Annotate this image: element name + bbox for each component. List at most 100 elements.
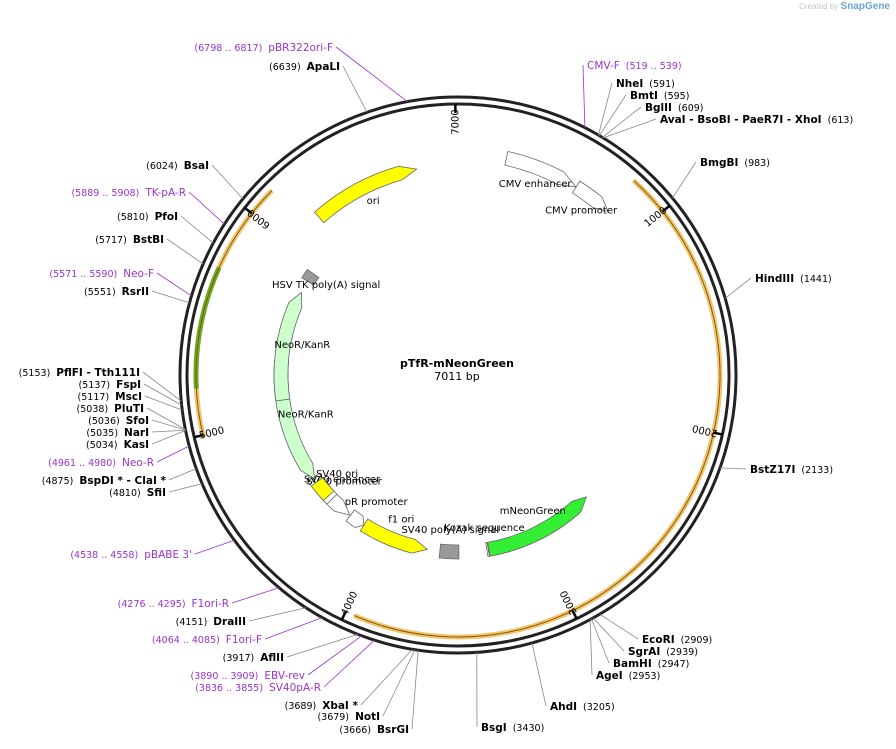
site-position: (5551) (84, 287, 116, 298)
site-position: (519 .. 539) (626, 61, 682, 72)
site-bglii[interactable]: BglII(609) (602, 102, 704, 138)
site-leader (719, 467, 747, 470)
site-pos-value: 5038 (80, 404, 104, 415)
feature-cmv-promoter[interactable]: CMV promoter (545, 180, 618, 217)
site-name: SfoI (126, 415, 149, 427)
primer-cmv-f[interactable]: CMV-F(519 .. 539) (582, 60, 682, 128)
feature-kozak-sequence[interactable]: Kozak sequence (444, 523, 525, 558)
feature-neor-kanr[interactable]: NeoR/KanR (273, 291, 330, 402)
site-rsrii[interactable]: (5551)RsrII (84, 286, 190, 304)
site-name: NheI (616, 78, 643, 90)
site-bsgi[interactable]: BsgI(3430) (476, 652, 545, 734)
feature-sv40-ori[interactable]: SV40 ori (310, 469, 358, 502)
site-pos-value: 5551 (88, 287, 112, 298)
site-position: (3689) (285, 701, 317, 712)
site-xbai[interactable]: (3689) XbaI * (285, 648, 413, 712)
site-position: (1441) (800, 274, 832, 285)
site-label: (5034)KasI (86, 439, 149, 451)
feature-ori[interactable]: ori (313, 165, 418, 224)
site-sgrai[interactable]: SgrAI(2939) (592, 617, 698, 658)
primer-f1ori-r[interactable]: (4276 .. 4295)F1ori-R (118, 587, 280, 610)
site-nari[interactable]: (5035)NarI (86, 427, 186, 439)
site-label: EcoRI(2909) (642, 634, 712, 646)
primer-f1ori-f[interactable]: (4064 .. 4085)F1ori-F (152, 617, 323, 646)
site-leader (598, 94, 627, 136)
site-position: (591) (649, 79, 675, 90)
site-fspi[interactable]: (5137)FspI (79, 379, 182, 406)
site-apali[interactable]: (6639)ApaLI (269, 61, 368, 113)
primer-pbr322ori-f[interactable]: (6798 .. 6817)pBR322ori-F (194, 42, 408, 102)
site-hindiii[interactable]: HindIII(1441) (724, 273, 832, 299)
primer-pbabe-3[interactable]: (4538 .. 4558)pBABE 3' (70, 539, 235, 561)
site-position: (3890 .. 3909) (190, 671, 258, 682)
site-bmti[interactable]: BmtI(595) (598, 90, 689, 136)
feature-mneongreen[interactable]: mNeonGreen (487, 496, 588, 557)
site-label: NheI (591) (616, 78, 675, 90)
site-avai-bsobi-paer7i-xhoi[interactable]: AvaI - BsoBI - PaeR7I - XhoI(613) (603, 114, 853, 139)
feature-sv40-poly-a-signal[interactable]: SV40 poly(A) signal (401, 525, 499, 560)
site-name: SV40pA-R (269, 682, 321, 694)
site-pos-value: 5034 (90, 440, 114, 451)
site-name: BmgBI (700, 157, 738, 169)
feature-cmv-enhancer[interactable]: CMV enhancer (499, 151, 577, 190)
site-kasi[interactable]: (5034)KasI (86, 430, 186, 451)
site-position: (5153) (19, 368, 51, 379)
site-bsrgi[interactable]: (3666)BsrGI (339, 650, 419, 736)
site-position: (4810) (109, 488, 141, 499)
site-name: XbaI * (322, 700, 358, 712)
site-pos-value: 591 (653, 79, 671, 90)
site-bspdi-clai[interactable]: (4875)BspDI * - ClaI * (42, 468, 197, 487)
site-bamhi[interactable]: BamHI(2947) (591, 618, 689, 670)
site-leader (592, 617, 625, 652)
site-pos-value: 4151 (179, 617, 203, 628)
site-name: AgeI (596, 670, 623, 682)
site-label: (5137)FspI (79, 379, 141, 391)
site-agei[interactable]: AgeI(2953) (589, 619, 660, 682)
site-leader (724, 277, 752, 299)
site-draiii[interactable]: (4151)DraIII (176, 607, 307, 628)
site-pfoi[interactable]: (5810)PfoI (117, 211, 214, 244)
primer-tk-pa-r[interactable]: (5889 .. 5908)TK-pA-R (71, 187, 225, 225)
site-leader (142, 371, 182, 402)
site-noti[interactable]: (3679)NotI (317, 649, 416, 723)
site-ahdi[interactable]: AhdI(3205) (531, 642, 615, 713)
site-msci[interactable]: (5117)MscI (78, 391, 183, 411)
site-name: AvaI - BsoBI - PaeR7I - XhoI (660, 114, 822, 126)
site-label: (3689) XbaI * (285, 700, 359, 712)
feature-label: SV40 promoter (306, 476, 382, 487)
primer-sv40pa-r[interactable]: (3836 .. 3855)SV40pA-R (195, 639, 375, 694)
site-pluti[interactable]: (5038)PluTI (77, 403, 186, 430)
site-bmgbi[interactable]: BmgBI(983) (672, 157, 770, 199)
site-pos-value: 5117 (81, 392, 105, 403)
site-position: (6798 .. 6817) (194, 43, 262, 54)
site-pos-value: 3430 (516, 723, 540, 734)
site-position: (2909) (681, 635, 713, 646)
site-label: (3890 .. 3909)EBV-rev (190, 670, 305, 682)
site-pos-value: 5571 .. 5590 (53, 269, 113, 280)
watermark-brand: SnapGene (840, 1, 890, 12)
site-nhei[interactable]: NheI (591) (598, 78, 675, 136)
site-bstz17i[interactable]: BstZ17I(2133) (719, 464, 833, 476)
site-label: BsgI(3430) (481, 722, 544, 734)
site-ecori[interactable]: EcoRI(2909) (599, 613, 713, 646)
site-pflfi-tth111i[interactable]: (5153)PflFI - Tth111I (19, 367, 182, 402)
plasmid-name: pTfR-mNeonGreen (400, 357, 514, 370)
site-position: (4875) (42, 476, 74, 487)
site-bstbi[interactable]: (5717)BstBI (95, 234, 204, 265)
feature-label: SV40 enhancer (304, 474, 381, 485)
site-label: (6798 .. 6817)pBR322ori-F (194, 42, 333, 54)
site-sfii[interactable]: (4810)SfiI (109, 483, 203, 499)
primer-ebv-rev[interactable]: (3890 .. 3909)EBV-rev (190, 635, 362, 682)
site-bsai[interactable]: (6024)BsaI (146, 160, 244, 200)
site-sfoi[interactable]: (5036)SfoI (88, 415, 186, 431)
site-name: BstZ17I (750, 464, 795, 476)
feature-hsv-tk-poly-a-signal[interactable]: HSV TK poly(A) signal (272, 268, 380, 291)
primer-neo-f[interactable]: (5571 .. 5590)Neo-F (49, 268, 192, 297)
site-pos-value: 2947 (661, 659, 685, 670)
site-aflii[interactable]: (3917)AflII (223, 633, 358, 664)
site-label: (5036)SfoI (88, 415, 149, 427)
tick-label: 6000 (246, 206, 273, 230)
primer-neo-r[interactable]: (4961 .. 4980)Neo-R (48, 445, 190, 469)
site-label: BmtI(595) (630, 90, 689, 102)
site-leader (188, 191, 225, 225)
